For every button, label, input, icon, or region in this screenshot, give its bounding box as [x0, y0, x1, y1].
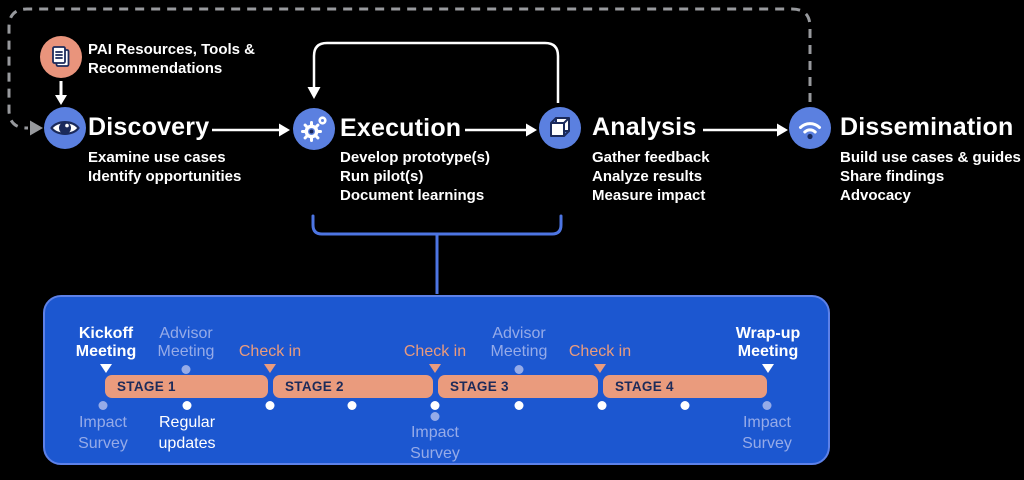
phase-title-analysis: Analysis: [592, 113, 697, 141]
resources-arrowhead: [55, 95, 67, 105]
milestone-check-in-2: Check in: [403, 342, 467, 360]
iteration-loop-arrowhead: [307, 87, 321, 99]
impact-survey-dot: [430, 412, 440, 421]
detail-line: Gather feedback: [592, 149, 710, 166]
iteration-loop-path: [312, 41, 560, 103]
kickoff-triangle-marker: [100, 364, 112, 373]
phase-details-analysis: Gather feedback Analyze results Measure …: [592, 148, 710, 205]
milestone-kickoff-meeting: Kickoff Meeting: [75, 325, 137, 360]
wrap-up-triangle-marker: [762, 364, 774, 373]
detail-line: Document learnings: [340, 187, 485, 204]
milestone-wrap-up-meeting: Wrap-up Meeting: [735, 325, 801, 360]
document-icon: [40, 36, 82, 78]
regular-update-dot: [514, 401, 524, 410]
regular-update-dot: [680, 401, 690, 410]
flow-arrowhead-3: [777, 123, 788, 137]
label-impact-survey-3: Impact Survey: [742, 414, 792, 452]
phase-details-dissemination: Build use cases & guides Share findings …: [840, 148, 1021, 205]
stage-bar-3: STAGE 3: [438, 375, 598, 398]
detail-line: Advocacy: [840, 187, 911, 204]
milestone-advisor-meeting-2: Advisor Meeting: [490, 325, 548, 360]
milestone-check-in-1: Check in: [238, 342, 302, 360]
milestone-advisor-meeting-1: Advisor Meeting: [157, 325, 215, 360]
gear-icon: [293, 108, 335, 150]
impact-survey-dot: [762, 401, 772, 410]
label-impact-survey-2: Impact Survey: [410, 424, 460, 462]
phase-details-execution: Develop prototype(s) Run pilot(s) Docume…: [340, 148, 490, 205]
detail-line: Build use cases & guides: [840, 149, 1021, 166]
stage-bar-4: STAGE 4: [603, 375, 767, 398]
phase-title-dissemination: Dissemination: [840, 113, 1014, 141]
check-in-triangle-marker: [594, 364, 606, 373]
impact-survey-dot: [98, 401, 108, 410]
detail-line: Run pilot(s): [340, 168, 424, 185]
check-in-triangle-marker: [429, 364, 441, 373]
detail-line: Share findings: [840, 168, 945, 185]
timeline-bracket: [311, 214, 563, 236]
regular-update-dot: [265, 401, 275, 410]
regular-update-dot: [430, 401, 440, 410]
regular-update-dot: [597, 401, 607, 410]
regular-update-dot: [347, 401, 357, 410]
detail-line: Identify opportunities: [88, 168, 242, 185]
flow-arrowhead-1: [279, 123, 290, 137]
label-impact-survey-1: Impact Survey: [78, 414, 128, 452]
broadcast-icon: [789, 107, 831, 149]
stage-bar-1: STAGE 1: [105, 375, 268, 398]
detail-line: Analyze results: [592, 168, 703, 185]
detail-line: Examine use cases: [88, 149, 226, 166]
phase-title-discovery: Discovery: [88, 113, 210, 141]
phase-title-execution: Execution: [340, 114, 462, 142]
stage-bar-2: STAGE 2: [273, 375, 433, 398]
advisor-dot-marker: [514, 365, 524, 374]
detail-line: Develop prototype(s): [340, 149, 491, 166]
flow-arrowhead-2: [526, 123, 537, 137]
eye-icon: [44, 107, 86, 149]
label-regular-updates: Regular updates: [158, 414, 216, 452]
advisor-dot-marker: [181, 365, 191, 374]
cube-icon: [539, 107, 581, 149]
regular-update-dot: [182, 401, 192, 410]
milestone-check-in-3: Check in: [568, 342, 632, 360]
check-in-triangle-marker: [264, 364, 276, 373]
feedback-loop-arrowhead: [30, 120, 43, 136]
detail-line: Measure impact: [592, 187, 706, 204]
pai-resources-label: PAI Resources, Tools & Recommendations: [88, 41, 255, 77]
phase-details-discovery: Examine use cases Identify opportunities: [88, 148, 241, 186]
